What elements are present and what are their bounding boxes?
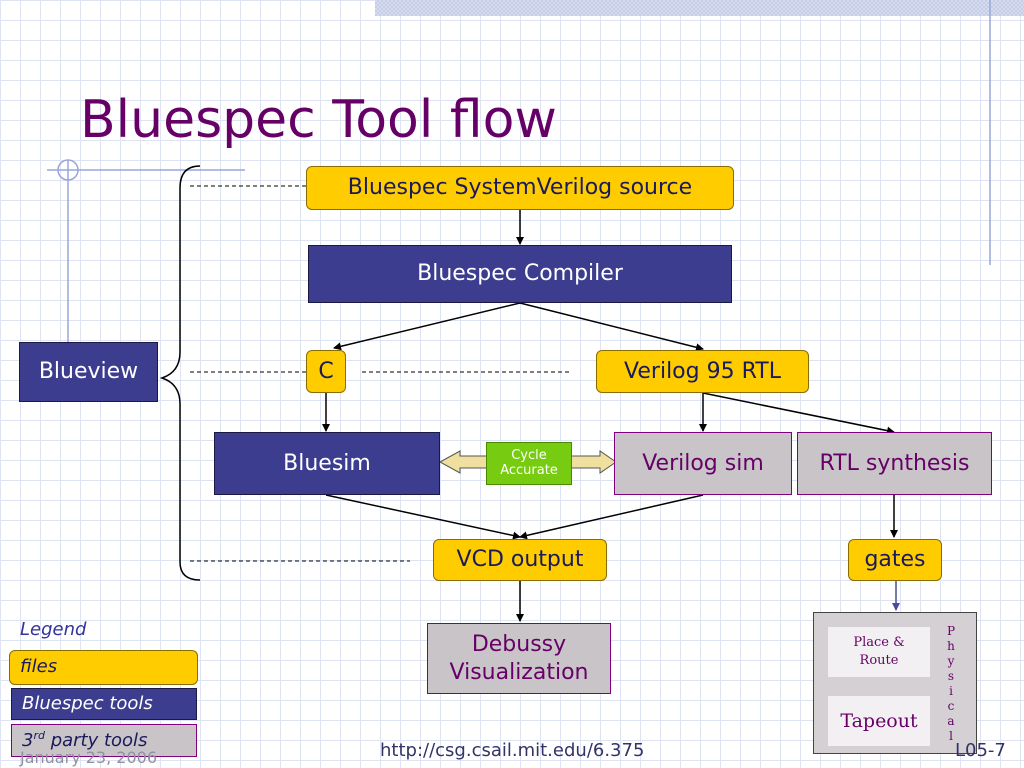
debussy-label-2: Visualization: [449, 659, 589, 685]
physical-letter: h: [947, 639, 955, 653]
vcd-output-box: VCD output: [433, 539, 607, 581]
tapeout-label: Tapeout: [840, 710, 918, 732]
bluesim-label: Bluesim: [283, 450, 371, 476]
verilog-sim-box: Verilog sim: [614, 432, 792, 495]
footer-date: January 23, 2006: [20, 748, 157, 767]
c-label: C: [318, 358, 334, 384]
verilog-rtl-label: Verilog 95 RTL: [624, 358, 781, 384]
legend-title: Legend: [20, 619, 87, 640]
legend-files: files: [9, 650, 198, 685]
legend-third-rest: party tools: [44, 729, 148, 751]
arrow-vsim-vcd: [519, 494, 704, 540]
blueview-brace: [159, 165, 201, 581]
physical-letter: l: [949, 729, 953, 743]
debussy-label-1: Debussy: [471, 632, 567, 657]
cycle-label-2: Accurate: [500, 462, 558, 478]
blueview-label: Blueview: [38, 359, 139, 385]
legend-third-party: 3rd party tools: [11, 724, 197, 757]
legend-tools: Bluespec tools: [11, 688, 197, 720]
cycle-label-1: Cycle: [511, 447, 547, 463]
cycle-accurate-box: Cycle Accurate: [486, 442, 572, 485]
legend-third-label: 3rd party tools: [22, 729, 147, 753]
debussy-box: Debussy Visualization: [427, 623, 611, 694]
verilog-sim-label: Verilog sim: [642, 450, 764, 476]
compiler-box: Bluespec Compiler: [308, 245, 732, 303]
arrow-compiler-verilog: [519, 302, 704, 352]
rtl-synthesis-box: RTL synthesis: [797, 432, 992, 495]
arrow-verilog-synth: [702, 392, 895, 435]
legend-third-sup: rd: [33, 728, 45, 742]
bluesim-box: Bluesim: [214, 432, 440, 495]
gates-box: gates: [848, 539, 942, 581]
c-box: C: [306, 350, 346, 393]
verilog-rtl-box: Verilog 95 RTL: [596, 350, 809, 393]
legend-third-num: 3: [22, 729, 34, 751]
compiler-label: Bluespec Compiler: [417, 261, 623, 287]
arrow-compiler-c: [333, 302, 521, 351]
legend-tools-label: Bluespec tools: [22, 692, 153, 714]
physical-letter: i: [949, 684, 953, 698]
vcd-output-label: VCD output: [456, 547, 584, 573]
physical-letter: y: [947, 654, 955, 668]
physical-letter: P: [946, 624, 956, 638]
legend-files-label: files: [20, 656, 58, 678]
physical-letter: c: [947, 699, 955, 713]
physical-letter: a: [947, 714, 955, 728]
tapeout-box: Tapeout: [828, 696, 930, 746]
source-box: Bluespec SystemVerilog source: [306, 166, 734, 210]
physical-letter: s: [947, 669, 955, 683]
blueview-box: Blueview: [19, 342, 158, 402]
place-route-label-2: Route: [859, 653, 899, 668]
rtl-synthesis-label: RTL synthesis: [819, 450, 970, 476]
place-route-box: Place & Route: [828, 627, 930, 677]
source-label: Bluespec SystemVerilog source: [347, 175, 693, 201]
place-route-label-1: Place &: [853, 635, 905, 650]
gates-label: gates: [864, 547, 926, 573]
footer-url[interactable]: http://csg.csail.mit.edu/6.375: [380, 740, 645, 761]
decor-circle: [57, 159, 79, 181]
physical-vertical-label: P h y s i c a l: [941, 624, 961, 744]
slide-title: Bluespec Tool flow: [80, 90, 557, 150]
top-decor-band: [375, 0, 1024, 16]
arrow-bluesim-vcd: [325, 494, 521, 540]
footer-page-number: L05-7: [955, 740, 1006, 761]
